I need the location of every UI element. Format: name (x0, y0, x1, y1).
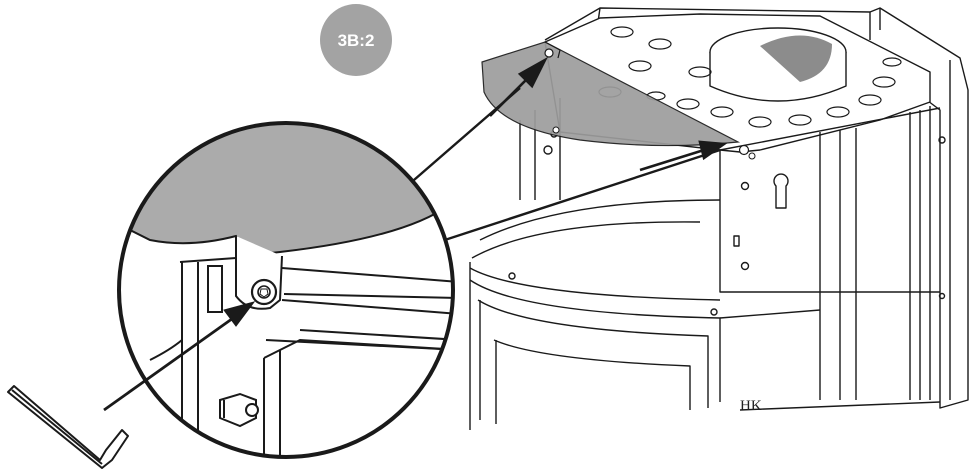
step-badge: 3B:2 (320, 4, 392, 76)
step-label: 3B:2 (338, 31, 375, 50)
screw-front-icon (738, 144, 750, 156)
detail-zoom (117, 121, 455, 459)
keyhole-slot (773, 173, 789, 209)
hex-bolt-icon (219, 392, 259, 428)
allen-key-icon (7, 385, 129, 469)
screw-top-icon (544, 48, 554, 58)
arrow-to-screw-icon (103, 301, 256, 412)
arrow-icon (489, 56, 728, 172)
illustrator-signature: HK (740, 398, 762, 414)
screw-icon (250, 278, 278, 306)
top-plate-holes (598, 26, 902, 128)
